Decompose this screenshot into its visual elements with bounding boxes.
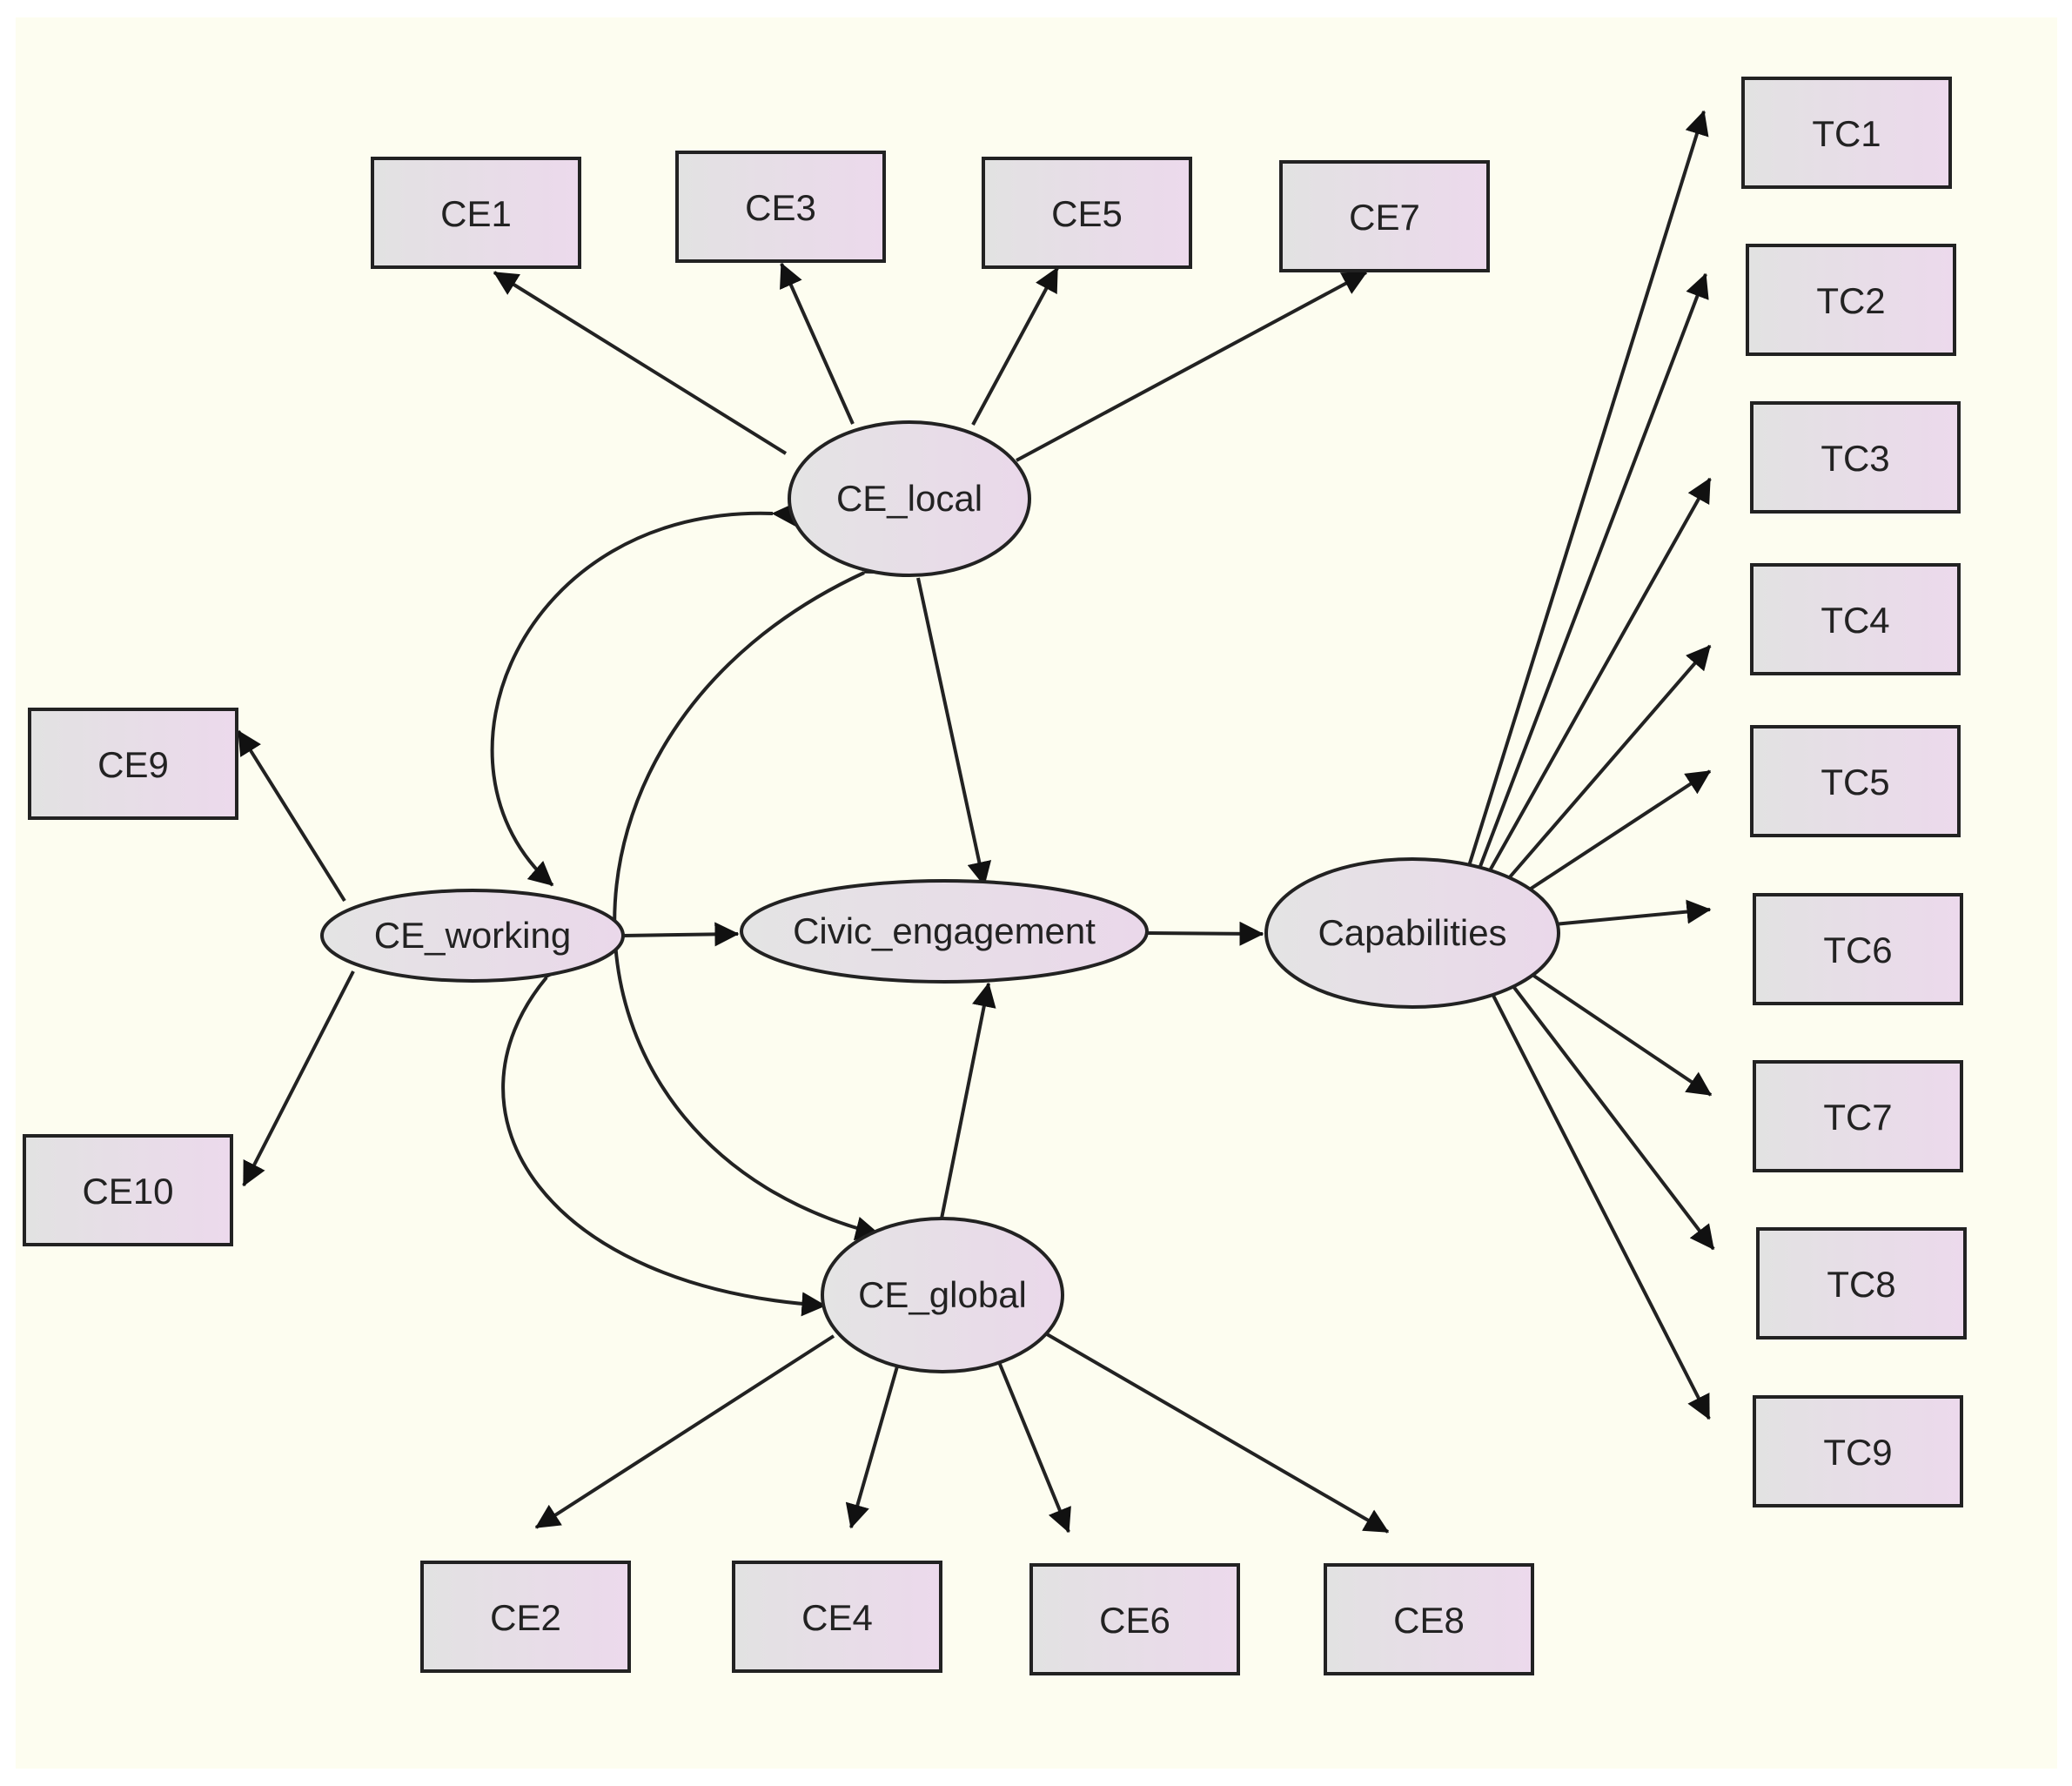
box-ce10: CE10 [23,1134,233,1246]
ellipse-ce-local-label: CE_local [836,478,982,519]
box-tc7: TC7 [1753,1060,1963,1172]
box-ce4-label: CE4 [801,1597,873,1638]
ellipse-ce-working: CE_working [320,889,625,983]
diagram-canvas: CE1 CE3 CE5 CE7 CE9 CE10 CE2 CE4 [16,17,2057,1769]
box-ce8-label: CE8 [1393,1600,1465,1641]
path-ce-global-ce2 [534,1334,835,1529]
box-tc8-label: TC8 [1827,1264,1895,1305]
box-ce10-label: CE10 [82,1171,173,1212]
ellipse-civic-engagement-label: Civic_engagement [793,910,1096,951]
path-ce-local-ce7 [1016,271,1368,462]
box-ce2: CE2 [420,1561,631,1673]
box-tc5: TC5 [1750,725,1961,837]
box-tc9: TC9 [1753,1395,1963,1507]
ellipse-ce-global-label: CE_global [858,1274,1027,1315]
ellipse-capabilities-label: Capabilities [1318,912,1506,953]
path-civic-capabilities [1146,921,1264,946]
box-ce4: CE4 [732,1561,942,1673]
box-tc6-label: TC6 [1823,930,1892,970]
box-tc6: TC6 [1753,893,1963,1005]
path-ce-global-civic [939,982,996,1224]
box-ce6-label: CE6 [1099,1600,1170,1641]
box-tc2-label: TC2 [1816,280,1885,321]
box-ce1: CE1 [371,157,581,269]
box-tc4-label: TC4 [1821,600,1889,641]
box-tc1: TC1 [1741,77,1952,189]
path-ce-global-ce4 [845,1360,901,1529]
ellipse-ce-global: CE_global [821,1217,1064,1373]
box-tc5-label: TC5 [1821,762,1889,802]
path-cap-tc3 [1487,477,1712,873]
box-ce3-label: CE3 [745,187,816,228]
box-tc9-label: TC9 [1823,1432,1892,1473]
ellipse-civic-engagement: Civic_engagement [740,879,1149,984]
box-tc2: TC2 [1746,244,1956,356]
box-ce7: CE7 [1279,160,1490,272]
box-ce5-label: CE5 [1051,193,1123,234]
box-tc4: TC4 [1750,563,1961,675]
box-tc8: TC8 [1756,1227,1967,1340]
path-ce-working-ce9 [237,729,346,903]
cov-ce-local-ce-working [490,501,797,887]
sem-path-diagram: CE1 CE3 CE5 CE7 CE9 CE10 CE2 CE4 [23,77,1967,1675]
path-ce-local-ce1 [493,271,788,455]
box-ce3: CE3 [675,151,886,263]
latent-variables: CE_local CE_working Civic_engagement Cap… [320,420,1560,1373]
path-cap-tc1 [1467,110,1709,867]
box-ce8: CE8 [1324,1563,1534,1675]
ellipse-ce-local: CE_local [788,420,1031,577]
box-ce5: CE5 [982,157,1192,269]
box-tc3-label: TC3 [1821,438,1889,479]
path-ce-working-civic [622,922,740,947]
box-ce1-label: CE1 [440,193,512,234]
box-ce2-label: CE2 [490,1597,561,1638]
path-cap-tc6 [1553,899,1712,926]
path-cap-tc7 [1528,971,1713,1097]
ellipse-ce-working-label: CE_working [374,915,571,956]
box-ce6: CE6 [1029,1563,1240,1675]
path-ce-local-civic [916,577,992,887]
path-ce-working-ce10 [242,970,355,1187]
observed-variables: CE1 CE3 CE5 CE7 CE9 CE10 CE2 CE4 [23,77,1967,1675]
box-ce9-label: CE9 [97,744,169,785]
path-ce-local-ce3 [780,262,855,425]
path-cap-tc8 [1511,984,1715,1251]
path-cap-tc4 [1506,644,1712,881]
box-tc3: TC3 [1750,401,1961,514]
path-ce-global-ce8 [1041,1330,1390,1534]
cov-ce-working-ce-global [501,951,827,1317]
path-cap-tc5 [1524,769,1712,894]
box-tc1-label: TC1 [1812,113,1881,154]
path-ce-local-ce5 [971,266,1059,426]
path-arrows [237,110,1715,1534]
path-cap-tc2 [1478,272,1709,870]
ellipse-capabilities: Capabilities [1264,857,1560,1009]
path-cap-tc9 [1489,990,1711,1420]
box-ce9: CE9 [28,708,238,820]
path-ce-global-ce6 [996,1357,1071,1534]
box-tc7-label: TC7 [1823,1097,1892,1138]
box-ce7-label: CE7 [1349,197,1420,238]
